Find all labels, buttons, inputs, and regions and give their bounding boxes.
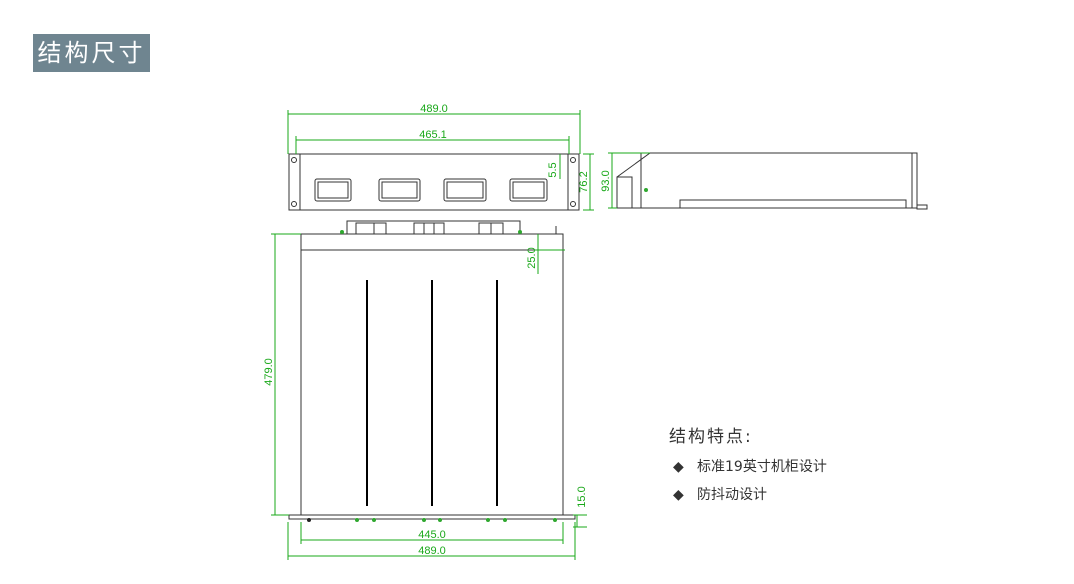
diamond-bullet-icon: ◆ xyxy=(673,459,684,475)
feature-item-text: 防抖动设计 xyxy=(697,487,767,503)
features-title: 结构特点: xyxy=(669,427,753,447)
dim-front-height: 76.2 xyxy=(578,171,590,192)
front-view xyxy=(288,153,580,211)
dim-bottom-total-width: 489.0 xyxy=(418,545,446,557)
section-title: 结构尺寸 xyxy=(33,34,150,72)
dim-front-total-width: 489.0 xyxy=(420,103,448,115)
dim-side-height: 93.0 xyxy=(600,170,612,191)
feature-item-text: 标准19英寸机柜设计 xyxy=(697,459,827,475)
feature-item: ◆ 防抖动设计 xyxy=(673,484,767,504)
top-view xyxy=(288,220,576,520)
dim-front-small-height: 5.5 xyxy=(547,162,559,177)
side-view xyxy=(616,152,928,210)
dim-top-depth: 479.0 xyxy=(263,358,275,386)
dim-top-offset: 25.0 xyxy=(526,247,538,268)
dim-bottom-inner-width: 445.0 xyxy=(418,529,446,541)
dim-bottom-offset: 15.0 xyxy=(576,486,588,507)
diamond-bullet-icon: ◆ xyxy=(673,487,684,503)
dim-front-inner-width: 465.1 xyxy=(419,129,447,141)
feature-item: ◆ 标准19英寸机柜设计 xyxy=(673,456,827,476)
